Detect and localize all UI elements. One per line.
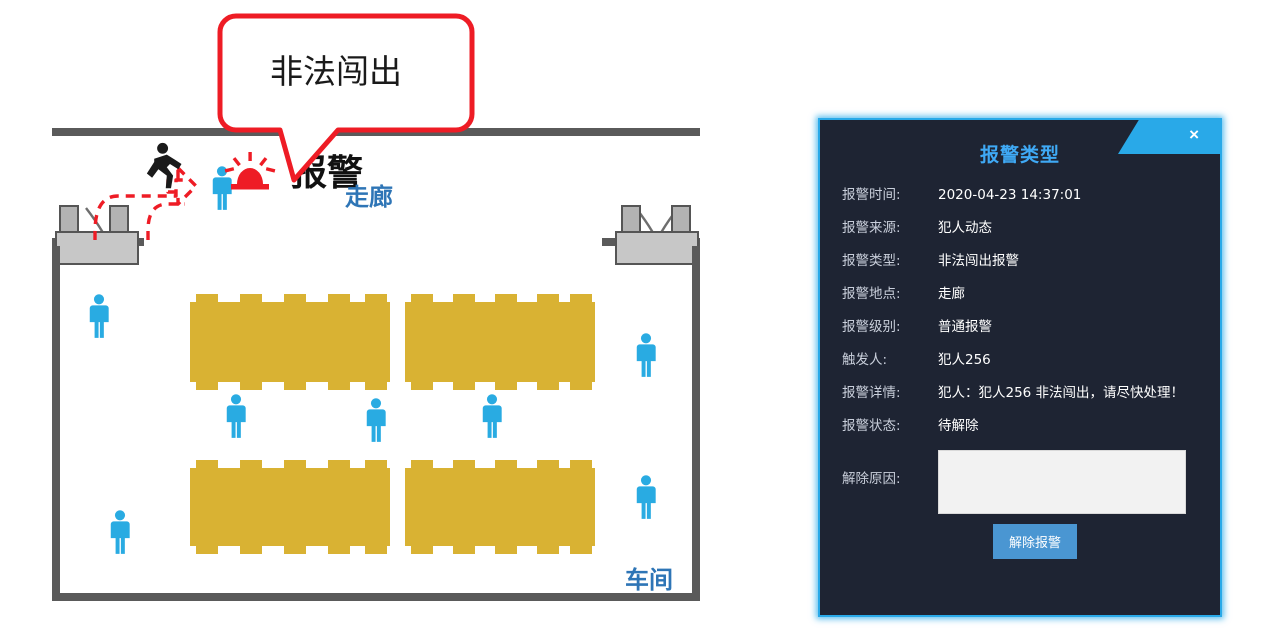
person-icon [366,398,386,442]
field-row: 报警类型: 非法闯出报警 [820,252,1220,270]
dialog-titlebar: × 报警类型 [820,118,1222,182]
field-row: 报警来源: 犯人动态 [820,219,1220,237]
escape-arrow-head [166,166,198,206]
field-row: 触发人: 犯人256 [820,351,1220,369]
workshop-wall-right [692,246,700,601]
field-value: 待解除 [938,418,979,434]
field-row: 报警级别: 普通报警 [820,318,1220,336]
callout-text: 非法闯出 [270,52,402,91]
field-label: 报警类型: [842,253,901,269]
person-icon [212,166,232,210]
workshop-label: 车间 [625,566,673,594]
person-icon [110,510,130,554]
bench-bottom-right [405,460,595,554]
close-icon: × [1189,125,1199,144]
dialog-title: 报警类型 [979,144,1060,166]
alarm-beacon-icon [224,152,276,190]
field-label: 报警地点: [842,286,901,302]
field-label: 报警时间: [842,187,901,203]
alarm-detail-dialog: × 报警类型 报警时间: 2020-04-23 14:37:01 报警来源: 犯… [818,118,1222,617]
person-icon [482,394,502,438]
workshop-wall-left [52,246,60,601]
dismiss-alarm-button[interactable]: 解除报警 [992,524,1077,559]
callout-bubble: 非法闯出 [217,13,475,183]
bench-bottom-left [190,460,390,554]
field-row: 报警状态: 待解除 [820,417,1220,435]
dismiss-reason-row: 解除原因: [820,450,1220,514]
alarm-field-list: 报警时间: 2020-04-23 14:37:01 报警来源: 犯人动态 报警类… [820,182,1220,559]
field-label: 报警详情: [842,385,901,401]
field-row: 报警时间: 2020-04-23 14:37:01 [820,186,1220,204]
gate-icon-right [615,205,699,265]
gate-icon-left [55,205,139,265]
dismiss-reason-input[interactable] [938,450,1186,514]
field-value: 普通报警 [938,319,992,335]
field-value: 犯人：犯人256 非法闯出，请尽快处理！ [938,385,1185,401]
running-person-icon [146,142,182,189]
corridor-label: 走廊 [345,183,393,211]
field-label: 报警状态: [842,418,901,434]
dialog-actions: 解除报警 [820,524,1220,559]
field-row: 报警详情: 犯人：犯人256 非法闯出，请尽快处理！ [820,384,1220,402]
field-label: 报警来源: [842,220,901,236]
field-value: 走廊 [938,286,965,302]
field-label: 报警级别: [842,319,901,335]
field-value: 2020-04-23 14:37:01 [938,187,1082,203]
field-row: 报警地点: 走廊 [820,285,1220,303]
bench-top-left [190,294,390,390]
workshop-wall-bottom [52,593,700,601]
facility-diagram: 报警 走廊 非法闯出 [52,13,700,601]
person-icon [89,294,109,338]
bench-top-right [405,294,595,390]
dismiss-reason-label: 解除原因: [842,471,901,487]
field-value: 犯人256 [938,352,991,368]
field-value: 犯人动态 [938,220,992,236]
field-value: 非法闯出报警 [938,253,1019,269]
person-icon [226,394,246,438]
person-icon [636,333,656,377]
field-label: 触发人: [842,352,888,368]
person-icon [636,475,656,519]
